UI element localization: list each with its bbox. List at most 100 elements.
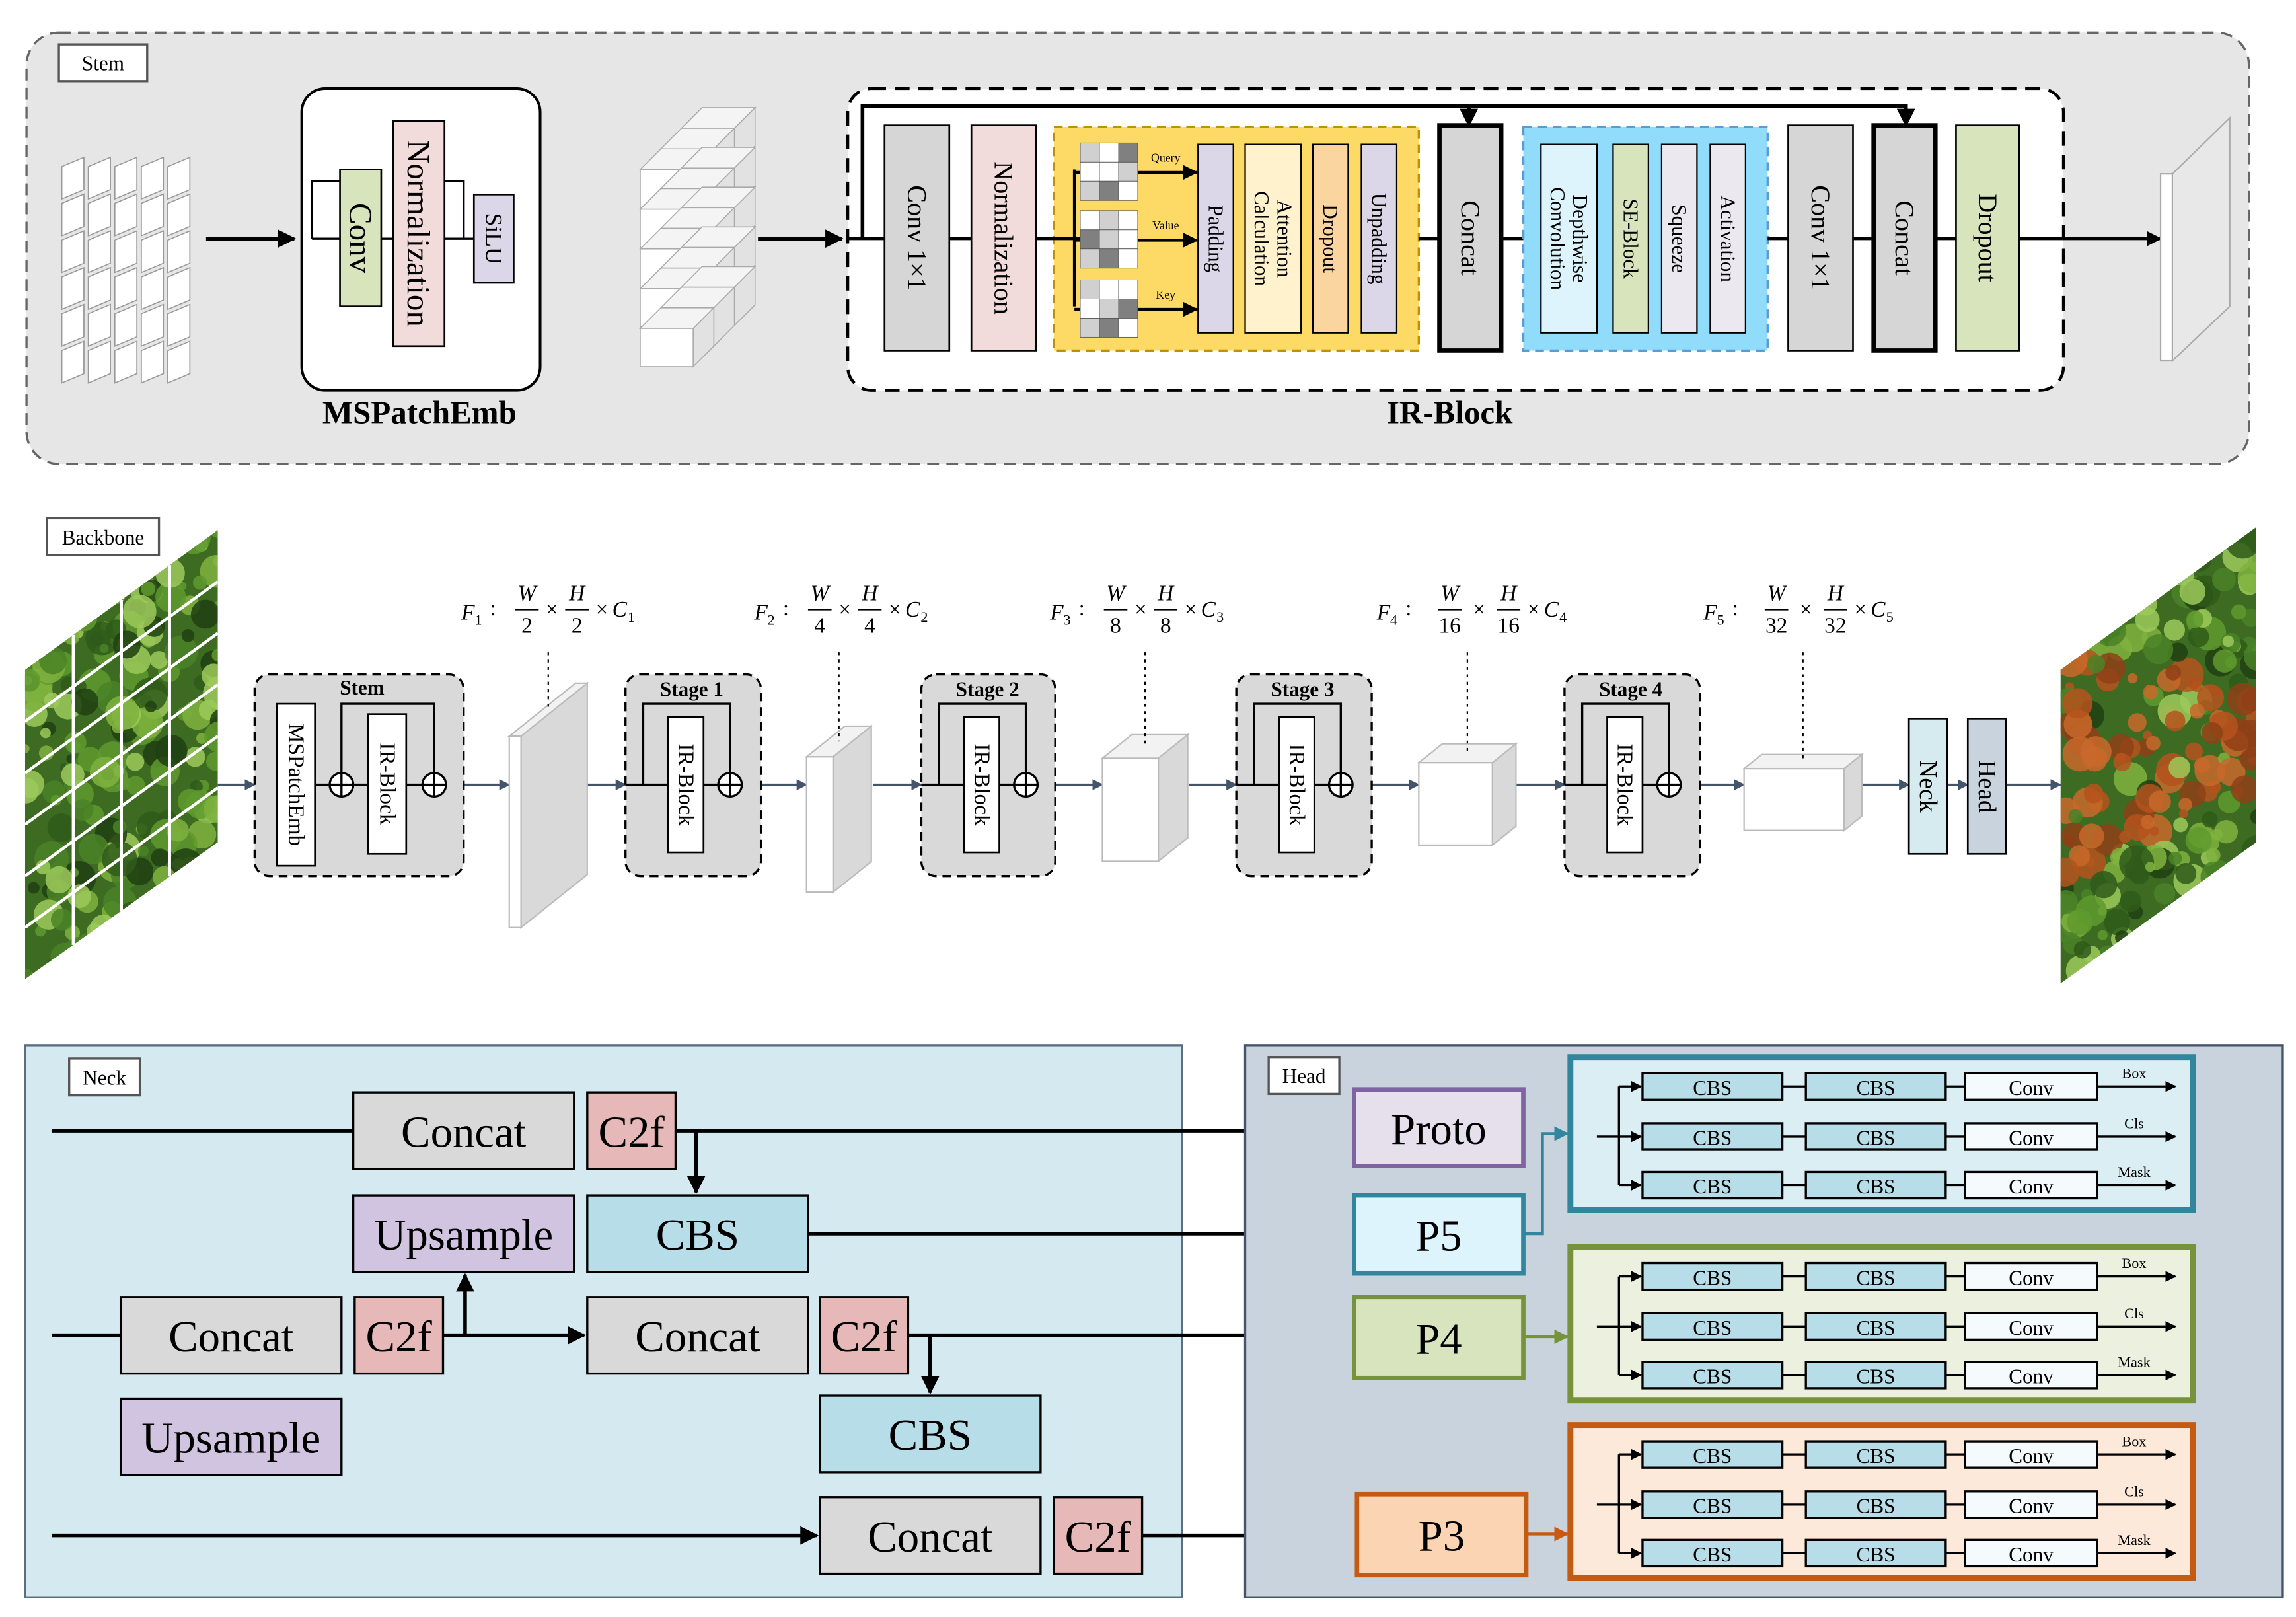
dropout-block-2-label: Dropout: [1973, 194, 2003, 282]
patch-cell: [167, 193, 191, 237]
p5-block: [1352, 1193, 1526, 1276]
cbs-block-label: CBS: [1857, 1266, 1896, 1289]
patch-cell: [167, 303, 191, 348]
canopy: [2229, 895, 2255, 922]
canopy: [24, 580, 44, 609]
canopy: [2063, 710, 2092, 739]
canopy: [95, 563, 122, 589]
canopy: [192, 575, 207, 590]
output-label-box: Box: [2122, 1433, 2146, 1450]
canopy: [2145, 862, 2155, 872]
cbs-block-label: CBS: [1857, 1495, 1896, 1518]
canopy: [2229, 883, 2256, 914]
canopy: [2119, 831, 2131, 843]
canopy: [62, 936, 97, 971]
neck-c2f-block-label: C2f: [599, 1108, 665, 1156]
canopy: [71, 799, 94, 821]
key-matrix-cell: [1118, 318, 1138, 338]
canopy: [2189, 703, 2205, 719]
canopy: [2165, 710, 2186, 732]
canopy: [2188, 547, 2212, 572]
conv-block-label: Conv: [2009, 1495, 2054, 1518]
feature-1-height-divisor: 2: [572, 614, 583, 638]
canopy: [2250, 809, 2256, 825]
value-matrix-cell: [1080, 248, 1100, 269]
ir-block-label: IR-Block: [375, 743, 399, 825]
canopy: [196, 909, 218, 935]
neck-c2f-block: [586, 1091, 677, 1170]
feature-2-colon: :: [783, 597, 789, 620]
grid-line: [24, 632, 219, 774]
feature-1-height: H: [568, 582, 586, 606]
value-matrix-cell: [1118, 229, 1138, 250]
patch-cell: [87, 230, 111, 274]
canopy: [93, 557, 108, 573]
canopy: [2153, 883, 2176, 905]
key-matrix-cell: [1080, 318, 1100, 338]
key-label: Key: [1156, 288, 1175, 301]
canopy: [185, 747, 205, 767]
proto-block: [1352, 1087, 1526, 1168]
canopy: [2137, 948, 2166, 977]
output-feature-map: [2159, 173, 2173, 362]
canopy: [114, 971, 126, 979]
canopy: [39, 646, 67, 675]
query-matrix-cell: [1099, 180, 1119, 201]
times-sign: ×: [546, 597, 558, 622]
neck-concat-block-label: Concat: [401, 1108, 527, 1156]
canopy: [2222, 635, 2235, 648]
canopy: [2128, 713, 2147, 732]
canopy: [123, 595, 157, 628]
canopy: [2134, 575, 2150, 591]
canopy: [2228, 863, 2251, 886]
canopy: [2129, 527, 2156, 541]
canopy: [206, 530, 218, 539]
canopy: [2237, 561, 2256, 593]
canopy: [126, 753, 145, 771]
conv1x1-block-2: [1787, 124, 1854, 352]
feature-4-height-divisor: 16: [1498, 614, 1520, 638]
canopy: [181, 629, 195, 642]
key-matrix-cell: [1099, 318, 1119, 338]
times-sign: ×: [1134, 597, 1147, 622]
canopy: [2062, 688, 2093, 719]
feature-2-width-divisor: 4: [814, 614, 825, 638]
canopy: [182, 971, 197, 979]
canopy: [2156, 541, 2190, 574]
canopy: [2120, 953, 2138, 972]
canopy: [2093, 613, 2127, 646]
canopy: [120, 951, 139, 969]
patch-cell: [87, 340, 111, 384]
canopy: [2145, 573, 2160, 587]
canopy: [2242, 689, 2256, 712]
canopy: [2060, 890, 2079, 915]
conv-block-label: Conv: [2009, 1445, 2054, 1468]
neck-concat-block: [586, 1296, 809, 1375]
value-label: Value: [1152, 219, 1179, 232]
canopy: [141, 582, 156, 597]
query-matrix-cell: [1080, 180, 1100, 201]
query-matrix-cell: [1118, 161, 1138, 182]
canopy: [2112, 562, 2143, 593]
canopy: [2096, 945, 2122, 971]
canopy: [76, 573, 91, 587]
conv1x1-block-2-label: Conv 1×1: [1806, 185, 1835, 291]
cbs-block-label: CBS: [1857, 1076, 1896, 1100]
canopy: [211, 648, 218, 662]
patch-cell: [140, 156, 165, 200]
feature-2-width: W: [811, 582, 831, 606]
canopy: [2227, 527, 2242, 531]
patch-cell: [140, 193, 165, 237]
attention-calculation-block: [1244, 143, 1302, 334]
patch-cell: [87, 303, 111, 348]
canopy: [2078, 559, 2098, 579]
feature-3-width: W: [1107, 582, 1127, 606]
patch-cell: [167, 156, 191, 200]
cbs-block: [1804, 1490, 1947, 1519]
neck-block-label: Neck: [1914, 760, 1942, 813]
canopy: [2246, 860, 2256, 871]
residual-line: [340, 702, 435, 773]
backbone-section-label-text: Backbone: [62, 526, 145, 549]
conv-block: [1964, 1261, 2098, 1291]
canopy: [2092, 588, 2106, 602]
